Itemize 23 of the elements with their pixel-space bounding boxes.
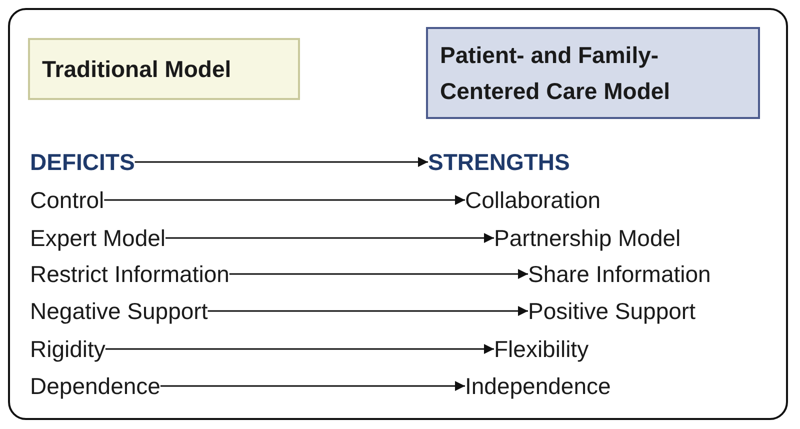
arrow [229,269,528,279]
column-heading: STRENGTHS [428,148,570,176]
item-text: Rigidity [30,335,106,363]
arrow [104,195,465,205]
item-text: Negative Support [30,297,208,325]
model-title-box: Traditional Model [28,38,300,100]
arrow [105,344,494,354]
model-title-box: Patient- and Family- Centered Care Model [426,27,760,119]
arrow [166,233,494,243]
item-text: Share Information [528,260,711,288]
item-text: Dependence [30,372,160,400]
arrow [160,381,465,391]
item-text: Flexibility [494,335,589,363]
item-text: Independence [465,372,611,400]
arrow [208,306,528,316]
item-text: Control [30,186,104,214]
item-text: Positive Support [528,297,696,325]
item-text: Expert Model [30,224,166,252]
column-heading: DEFICITS [30,148,135,176]
item-text: Restrict Information [30,260,230,288]
item-text: Partnership Model [494,224,681,252]
item-text: Collaboration [465,186,601,214]
arrow [134,157,428,167]
